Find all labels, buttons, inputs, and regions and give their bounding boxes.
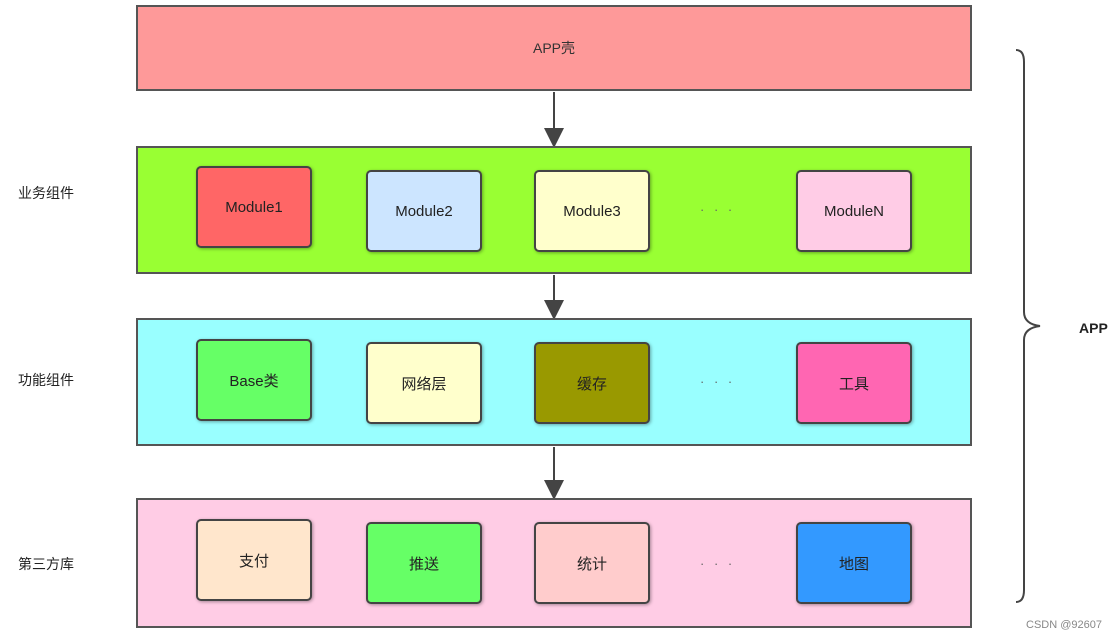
ellipsis: · · · <box>700 202 736 217</box>
module-box[interactable]: ModuleN <box>796 170 912 252</box>
app-brace-label: APP <box>1079 320 1108 336</box>
functional-components-label: 功能组件 <box>18 372 74 388</box>
library-label: 地图 <box>838 555 869 573</box>
module-label: ModuleN <box>823 202 885 220</box>
app-shell-layer: APP壳 <box>136 5 972 91</box>
component-box[interactable]: 工具 <box>796 342 912 424</box>
library-label: 支付 <box>238 552 269 570</box>
app-shell-label: APP壳 <box>532 40 575 56</box>
third-party-libraries-label: 第三方库 <box>18 556 74 572</box>
business-components-label: 业务组件 <box>18 185 74 201</box>
library-box[interactable]: 支付 <box>196 519 312 601</box>
module-box[interactable]: Module3 <box>534 170 650 252</box>
business-components-layer: Module1 Module2 Module3 · · · ModuleN <box>136 146 972 274</box>
module-label: Module1 <box>225 198 283 216</box>
functional-components-layer: Base类 网络层 缓存 · · · 工具 <box>136 318 972 446</box>
component-box[interactable]: 网络层 <box>366 342 482 424</box>
component-label: 网络层 <box>401 375 447 393</box>
module-label: Module2 <box>395 202 453 220</box>
module-label: Module3 <box>563 202 621 220</box>
watermark: CSDN @92607 <box>1026 619 1102 631</box>
module-box[interactable]: Module2 <box>366 170 482 252</box>
third-party-libraries-layer: 支付 推送 统计 · · · 地图 <box>136 498 972 628</box>
component-label: 缓存 <box>576 375 607 393</box>
library-label: 统计 <box>576 555 607 573</box>
component-label: 工具 <box>838 375 869 393</box>
component-box[interactable]: 缓存 <box>534 342 650 424</box>
component-box[interactable]: Base类 <box>196 339 312 421</box>
ellipsis: · · · <box>700 556 736 571</box>
module-box[interactable]: Module1 <box>196 166 312 248</box>
library-label: 推送 <box>408 555 439 573</box>
library-box[interactable]: 统计 <box>534 522 650 604</box>
library-box[interactable]: 推送 <box>366 522 482 604</box>
ellipsis: · · · <box>700 374 736 389</box>
library-box[interactable]: 地图 <box>796 522 912 604</box>
component-label: Base类 <box>229 372 279 390</box>
